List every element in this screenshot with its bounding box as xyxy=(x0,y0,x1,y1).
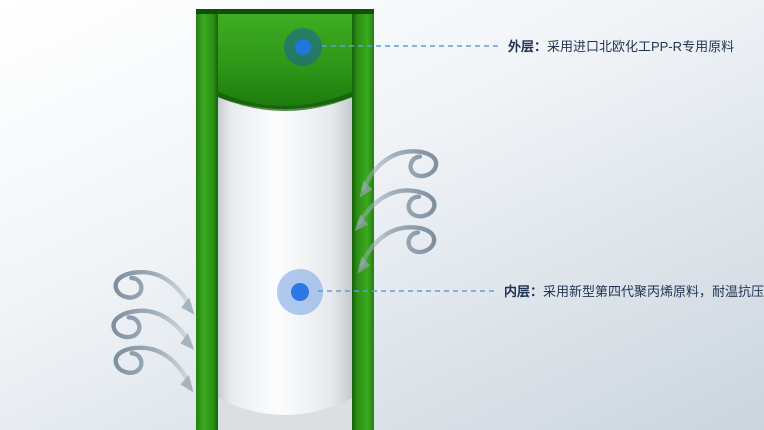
pipe-outer-top xyxy=(196,12,374,109)
outer-layer-desc: 采用进口北欧化工PP-R专用原料 xyxy=(547,39,735,54)
steam-swirl-icon xyxy=(113,268,199,315)
pipe-body xyxy=(196,9,374,430)
inner-layer-desc: 采用新型第四代聚丙烯原料，耐温抗压 xyxy=(543,284,764,299)
pipe-top-rim xyxy=(196,9,374,14)
steam-swirl-icon xyxy=(112,309,197,350)
pipe-left-wall xyxy=(196,10,218,430)
outer-layer-term: 外层： xyxy=(508,39,548,54)
steam-swirl-icon xyxy=(113,343,200,392)
inner-layer-marker-dot xyxy=(277,269,323,315)
outer-layer-marker-dot xyxy=(284,28,322,66)
inner-layer-term: 内层： xyxy=(504,284,544,299)
pipe-top-inner-edge xyxy=(204,86,366,111)
outer-layer-callout: 外层：采用进口北欧化工PP-R专用原料 xyxy=(508,39,734,54)
inner-layer-callout: 内层：采用新型第四代聚丙烯原料，耐温抗压 xyxy=(504,284,764,299)
pipe-inner-bottom-shadow xyxy=(218,398,352,430)
